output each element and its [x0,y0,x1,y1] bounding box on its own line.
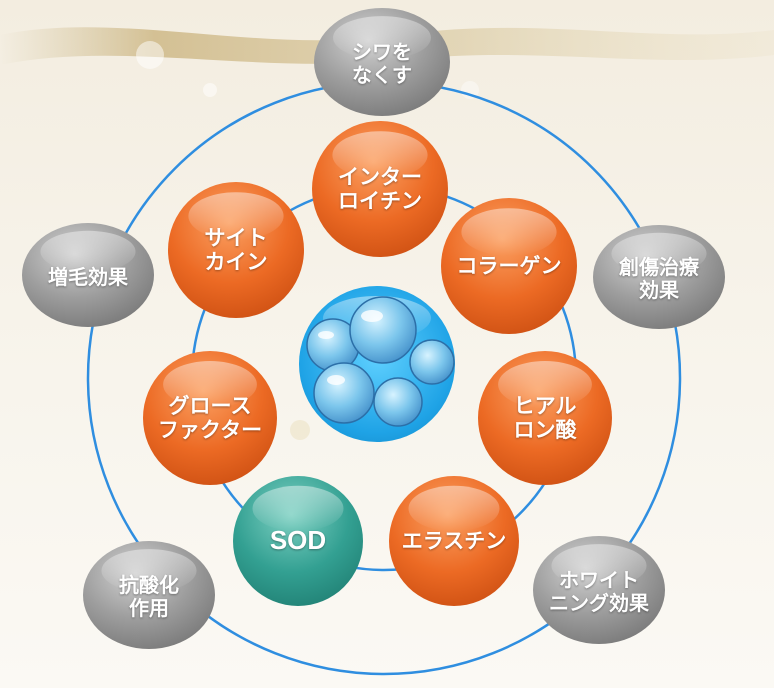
inner-cytokine-label: サイトカイン [168,182,304,318]
inner-growth-factor-label: グロースファクター [143,351,277,485]
inner-node-growth-factor [143,351,277,485]
outer-wrinkle-line: シワを [352,40,412,64]
inner-elastin-label: エラスチン [389,476,519,606]
inner-node-cytokine [168,182,304,318]
outer-wound-label: 創傷治療効果 [593,227,725,331]
outer-wound-line: 創傷治療 [619,255,699,279]
inner-interleukin-line: インター [338,164,422,189]
inner-nodes [143,121,612,606]
outer-whitening-line: ニング効果 [549,591,649,615]
outer-hair-label: 増毛効果 [22,225,154,329]
outer-whitening-label: ホワイトニング効果 [533,538,665,646]
outer-whitening-line: ホワイト [559,568,639,592]
outer-node-antioxidant [83,541,215,649]
outer-hair-line: 増毛効果 [48,264,128,289]
inner-sod-line: SOD [269,525,327,556]
inner-node-hyaluronic [478,351,612,485]
inner-node-elastin [389,476,519,606]
outer-wound-line: 効果 [639,278,679,302]
inner-hyaluronic-label: ヒアルロン酸 [478,351,612,485]
inner-elastin-line: エラスチン [401,528,507,553]
outer-node-hair [22,223,154,327]
water-droplets-icon [306,296,455,427]
inner-node-sod [233,476,363,606]
inner-cytokine-line: サイト [204,225,268,250]
inner-node-collagen [441,198,577,334]
outer-node-wound [593,225,725,329]
inner-growth-factor-line: グロース [168,393,252,418]
outer-wrinkle-label: シワをなくす [314,10,450,118]
inner-hyaluronic-line: ロン酸 [513,418,577,442]
outer-wrinkle-line: なくす [352,63,412,87]
inner-hyaluronic-line: ヒアル [513,393,577,418]
center-node [299,286,455,442]
inner-node-interleukin [312,121,448,257]
outer-node-whitening [533,536,665,644]
outer-nodes [22,8,725,649]
inner-interleukin-label: インターロイチン [312,121,448,257]
outer-antioxidant-line: 作用 [129,596,169,620]
inner-interleukin-line: ロイチン [338,189,422,213]
inner-collagen-line: コラーゲン [456,253,562,278]
outer-antioxidant-label: 抗酸化作用 [83,543,215,651]
inner-collagen-label: コラーゲン [441,198,577,334]
inner-sod-label: SOD [233,476,363,606]
inner-growth-factor-line: ファクター [157,418,263,442]
inner-cytokine-line: カイン [204,250,268,274]
outer-antioxidant-line: 抗酸化 [119,573,179,597]
outer-node-wrinkle [314,8,450,116]
